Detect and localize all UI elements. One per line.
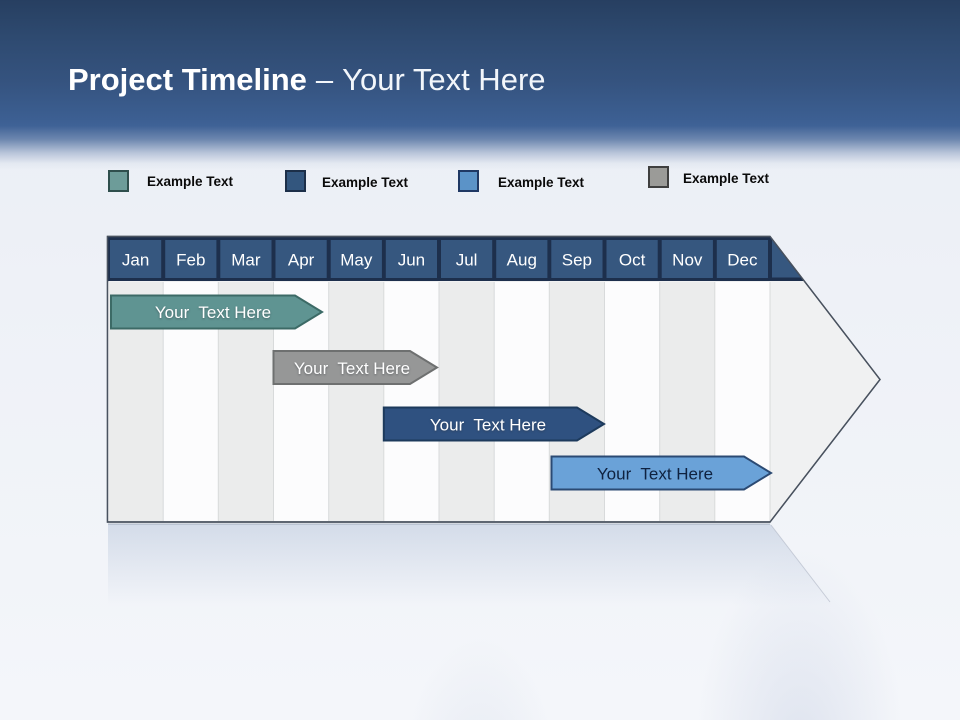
legend-swatch-gray bbox=[648, 166, 669, 188]
month-label: Sep bbox=[562, 251, 592, 270]
bar-lightblue: Your Text Here bbox=[550, 455, 773, 491]
slide-title-separator: – bbox=[315, 62, 334, 97]
slide-title-bold: Project Timeline bbox=[68, 62, 307, 97]
column-stripes bbox=[108, 282, 770, 521]
month-label: Dec bbox=[727, 251, 758, 270]
legend-label: Example Text bbox=[322, 175, 409, 190]
legend-swatch-darkblue bbox=[285, 170, 306, 192]
table-reflection bbox=[108, 523, 880, 720]
month-label: Jun bbox=[398, 251, 425, 270]
month-label: Feb bbox=[176, 251, 205, 270]
legend-label: Example Text bbox=[498, 175, 585, 190]
slide-title: Project Timeline–Your Text Here bbox=[68, 58, 546, 102]
month-label: Jan bbox=[122, 251, 149, 270]
bar-teal: Your Text Here bbox=[110, 294, 324, 330]
month-labels: Jan Feb Mar Apr May Jun Jul Aug Sep Oct … bbox=[122, 251, 758, 270]
month-label: Oct bbox=[619, 251, 646, 270]
timeline-arrow-outline bbox=[106, 235, 881, 523]
bar-label: Your Text Here bbox=[430, 416, 546, 435]
legend-swatch-lightblue bbox=[458, 170, 479, 192]
slide-title-regular: Your Text Here bbox=[342, 62, 546, 97]
title-banner bbox=[0, 0, 960, 170]
bar-darkblue: Your Text Here bbox=[382, 406, 606, 442]
month-label: Nov bbox=[672, 251, 703, 270]
month-label: Jul bbox=[456, 251, 478, 270]
gantt-bars: Your Text Here Your Text Here Your Text … bbox=[110, 294, 773, 491]
month-label: Apr bbox=[288, 251, 315, 270]
bar-label: Your Text Here bbox=[155, 303, 271, 322]
month-label: Aug bbox=[507, 251, 537, 270]
month-label: May bbox=[340, 251, 373, 270]
legend-label: Example Text bbox=[683, 171, 770, 186]
bar-gray: Your Text Here bbox=[272, 350, 439, 385]
bar-label: Your Text Here bbox=[597, 465, 713, 484]
month-label: Mar bbox=[231, 251, 261, 270]
bar-label: Your Text Here bbox=[294, 359, 410, 378]
legend-swatch-teal bbox=[108, 170, 129, 192]
legend-label: Example Text bbox=[147, 174, 234, 189]
